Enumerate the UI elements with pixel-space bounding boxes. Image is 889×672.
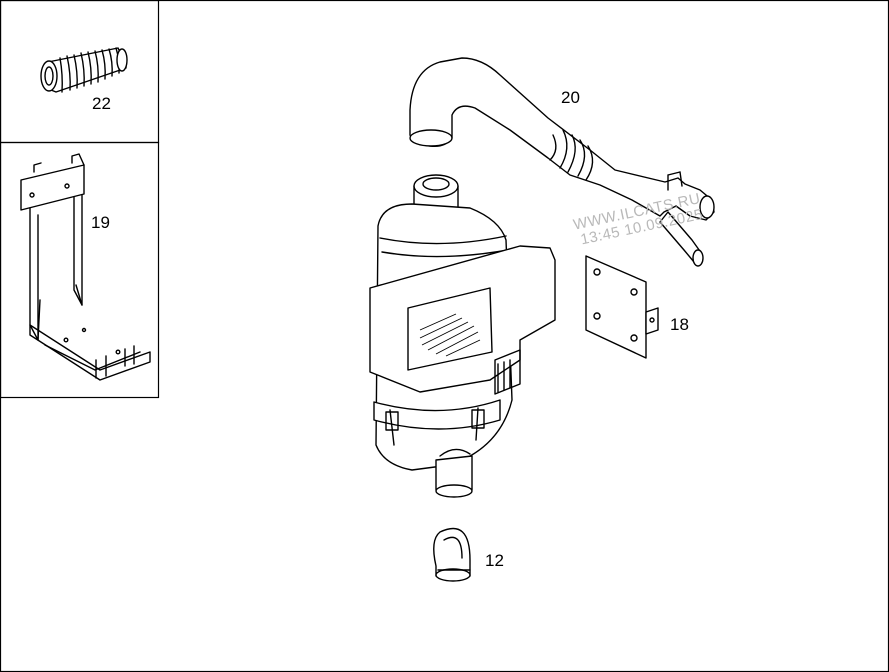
gasket-icon[interactable] [585,255,659,359]
hose-icon[interactable] [409,57,715,267]
inset-box-19 [0,141,160,399]
air-filter-housing[interactable] [369,174,556,498]
bellows-icon[interactable] [40,47,128,93]
callout-18[interactable]: 18 [670,315,689,334]
callout-19[interactable]: 19 [91,213,110,232]
callout-22[interactable]: 22 [92,94,111,113]
bracket-icon[interactable] [20,153,151,381]
callout-20[interactable]: 20 [561,88,580,107]
clamp-icon[interactable] [433,527,471,582]
callout-12[interactable]: 12 [485,551,504,570]
